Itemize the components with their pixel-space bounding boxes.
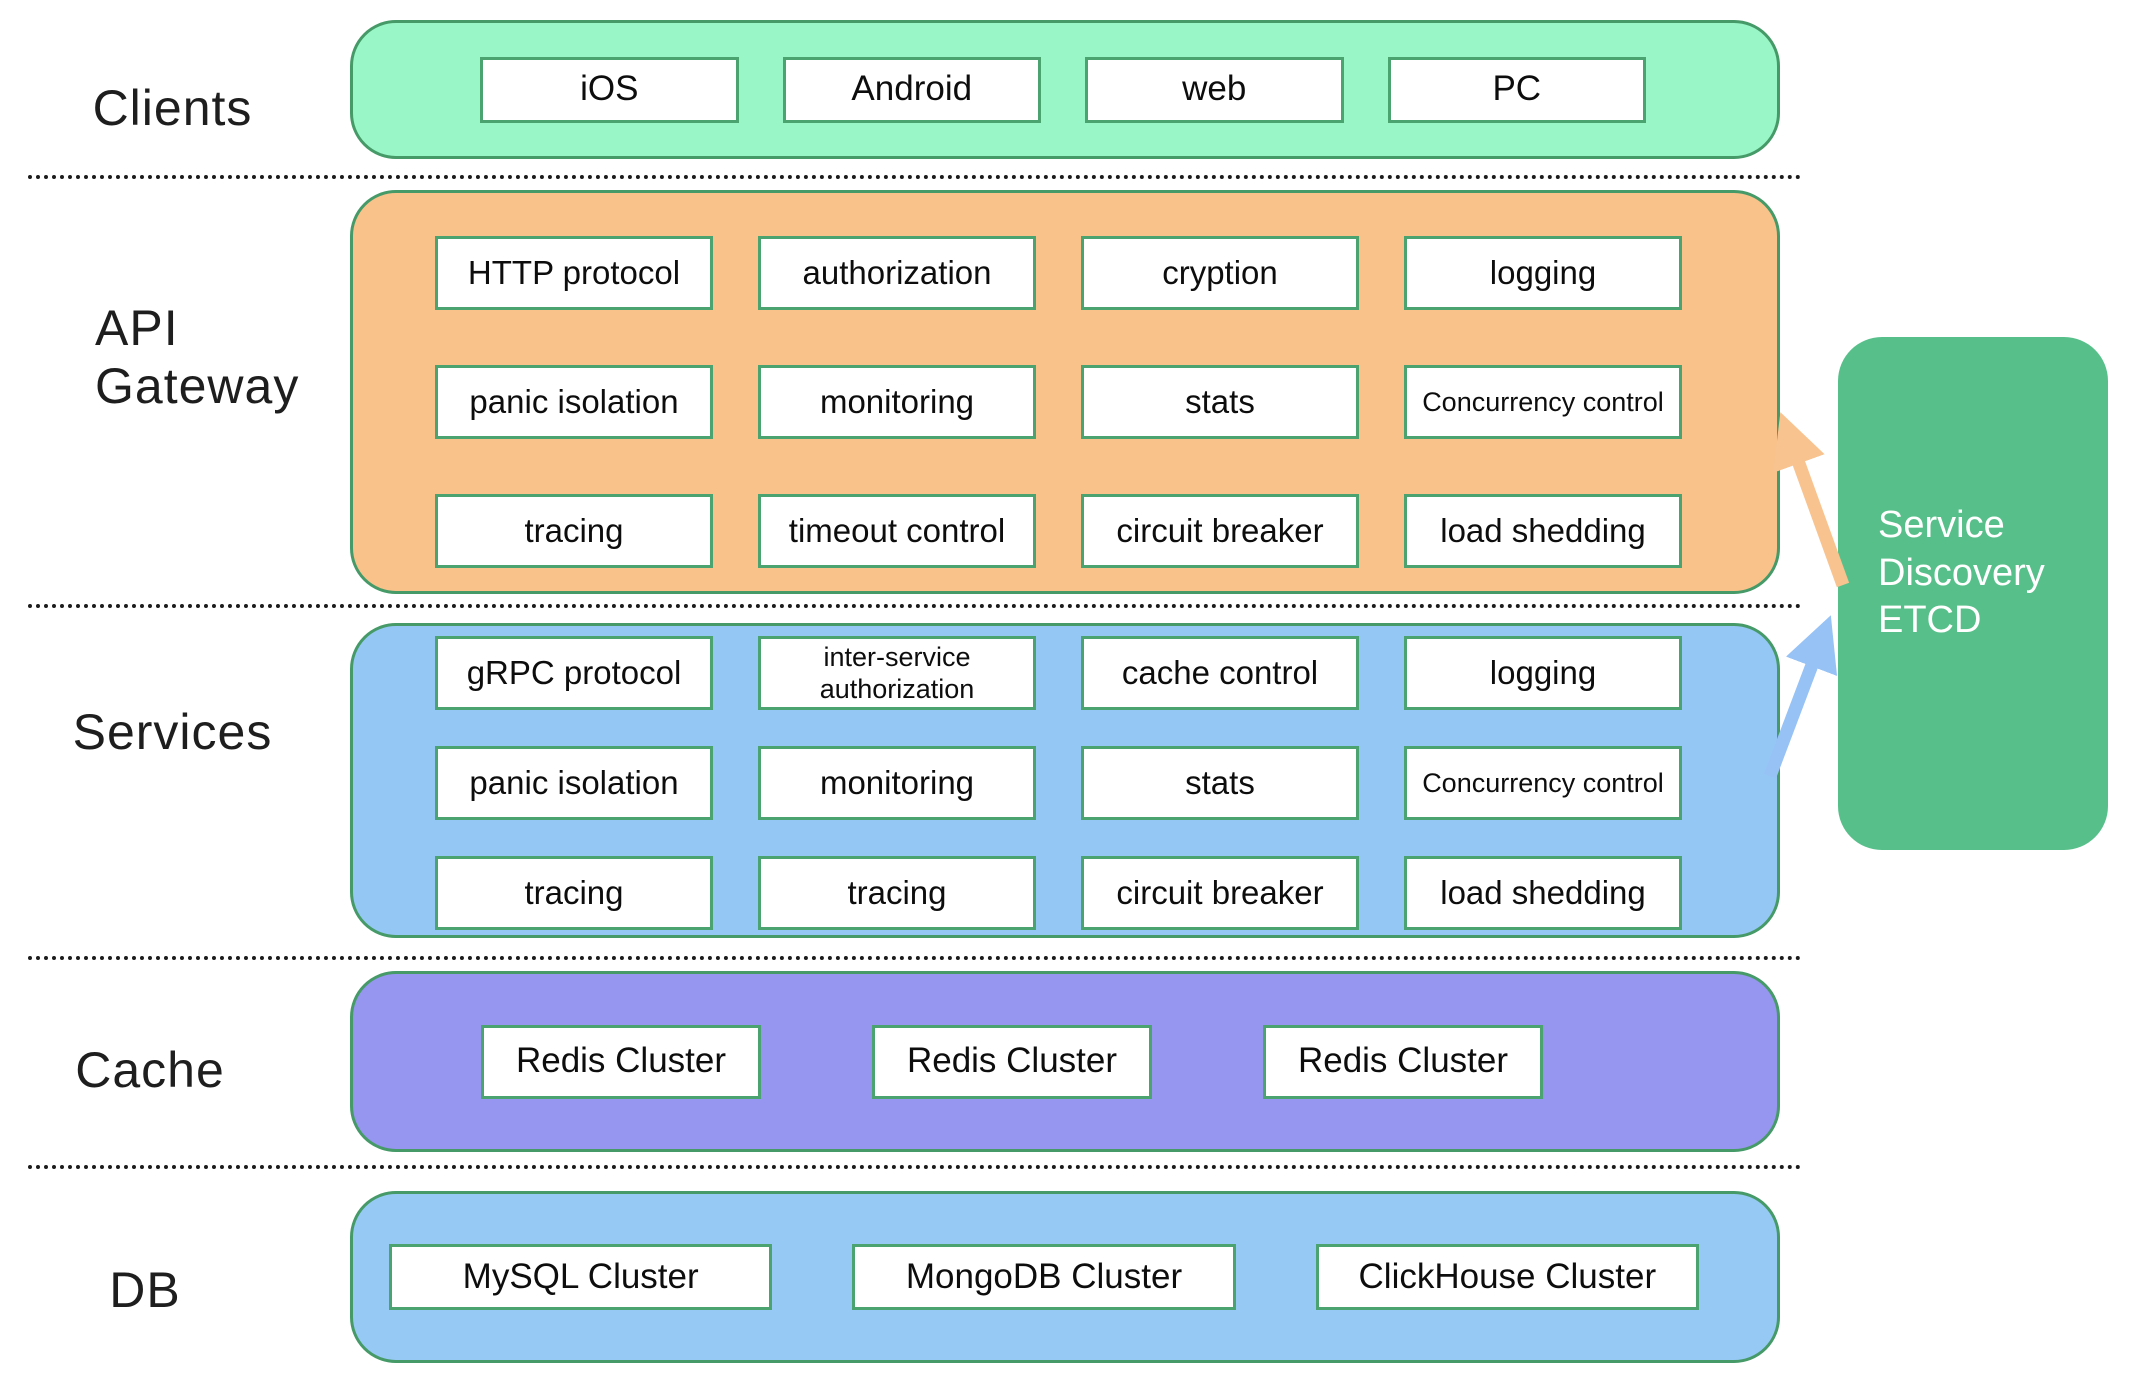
layer-label-clients: Clients [92, 80, 253, 136]
service-discovery-etcd-label: Service Discovery ETCD [1878, 504, 2045, 642]
service-box-tracing-2: tracing [758, 856, 1036, 930]
services-band: gRPC protocol inter-service authorizatio… [350, 623, 1780, 938]
db-box-clickhouse-cluster: ClickHouse Cluster [1315, 1244, 1699, 1310]
service-box-concurrency-control: Concurrency control [1404, 746, 1682, 820]
cache-band: Redis Cluster Redis Cluster Redis Cluste… [350, 971, 1780, 1152]
service-box-tracing-1: tracing [435, 856, 713, 930]
gateway-box-timeout-control: timeout control [758, 494, 1036, 568]
gateway-box-panic-isolation: panic isolation [435, 365, 713, 439]
gateway-box-concurrency-control: Concurrency control [1404, 365, 1682, 439]
gateway-box-circuit-breaker: circuit breaker [1081, 494, 1359, 568]
cache-box-redis-cluster-1: Redis Cluster [481, 1024, 761, 1099]
layer-label-cache: Cache [75, 1042, 225, 1098]
service-box-stats: stats [1081, 746, 1359, 820]
clients-band: iOS Android web PC [350, 20, 1780, 159]
service-box-circuit-breaker: circuit breaker [1081, 856, 1359, 930]
separator-cache-db [28, 1165, 1802, 1169]
service-box-grpc-protocol: gRPC protocol [435, 636, 713, 710]
gateway-box-tracing: tracing [435, 494, 713, 568]
gateway-box-stats: stats [1081, 365, 1359, 439]
layer-label-db: DB [109, 1262, 181, 1318]
db-box-mongodb-cluster: MongoDB Cluster [852, 1244, 1236, 1310]
service-box-logging: logging [1404, 636, 1682, 710]
cache-box-redis-cluster-3: Redis Cluster [1263, 1024, 1543, 1099]
layer-label-api-gateway: API Gateway [95, 300, 300, 414]
client-box-ios: iOS [480, 56, 739, 123]
service-box-panic-isolation: panic isolation [435, 746, 713, 820]
gateway-box-load-shedding: load shedding [1404, 494, 1682, 568]
separator-gateway-services [28, 604, 1802, 608]
gateway-box-cryption: cryption [1081, 236, 1359, 310]
service-box-cache-control: cache control [1081, 636, 1359, 710]
gateway-box-http-protocol: HTTP protocol [435, 236, 713, 310]
service-box-monitoring: monitoring [758, 746, 1036, 820]
separator-services-cache [28, 956, 1802, 960]
service-box-inter-service-authorization: inter-service authorization [758, 636, 1036, 710]
gateway-box-authorization: authorization [758, 236, 1036, 310]
layer-label-services: Services [72, 704, 273, 760]
client-box-pc: PC [1387, 56, 1646, 123]
api-gateway-band: HTTP protocol authorization cryption log… [350, 190, 1780, 594]
db-box-mysql-cluster: MySQL Cluster [389, 1244, 773, 1310]
gateway-box-logging: logging [1404, 236, 1682, 310]
cache-box-redis-cluster-2: Redis Cluster [872, 1024, 1152, 1099]
db-band: MySQL Cluster MongoDB Cluster ClickHouse… [350, 1191, 1780, 1363]
client-box-android: Android [782, 56, 1041, 123]
service-discovery-etcd-box: Service Discovery ETCD [1838, 337, 2108, 850]
separator-clients-gateway [28, 175, 1802, 179]
gateway-box-monitoring: monitoring [758, 365, 1036, 439]
service-box-load-shedding: load shedding [1404, 856, 1682, 930]
client-box-web: web [1085, 56, 1344, 123]
arrow-etcd-to-api-gateway [1773, 412, 1850, 588]
